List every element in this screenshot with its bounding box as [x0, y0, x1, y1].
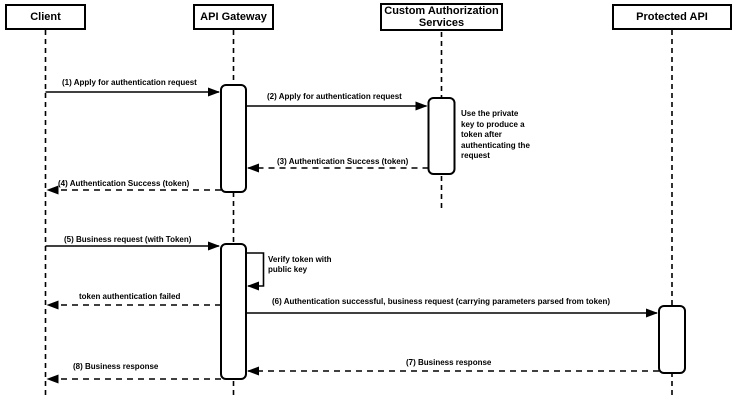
message-label-7: (7) Business response — [406, 358, 492, 367]
arrow-self-verify-token — [246, 252, 265, 291]
activation-api-gateway-auth — [220, 84, 247, 193]
participant-api-gateway: API Gateway — [193, 4, 274, 30]
message-label-2: (2) Apply for authentication request — [267, 92, 402, 101]
participant-client: Client — [5, 4, 86, 30]
message-label-3: (3) Authentication Success (token) — [277, 157, 409, 166]
participant-custom-authorization-services: Custom Authorization Services — [380, 3, 503, 31]
activation-protected-api — [658, 305, 686, 374]
message-label-8: (8) Business response — [73, 362, 159, 371]
message-label-verify-token: Verify token with public key — [268, 255, 332, 274]
note-private-key: Use the private key to produce a token a… — [461, 109, 530, 160]
message-label-token-auth-failed: token authentication failed — [79, 292, 181, 301]
participant-protected-api: Protected API — [612, 4, 732, 30]
activation-custom-authorization — [427, 97, 456, 175]
message-label-6: (6) Authentication successful, business … — [272, 297, 611, 306]
message-label-5: (5) Business request (with Token) — [64, 235, 192, 244]
activation-api-gateway-business — [220, 243, 247, 380]
message-label-4: (4) Authentication Success (token) — [58, 179, 190, 188]
message-label-1: (1) Apply for authentication request — [62, 78, 197, 87]
